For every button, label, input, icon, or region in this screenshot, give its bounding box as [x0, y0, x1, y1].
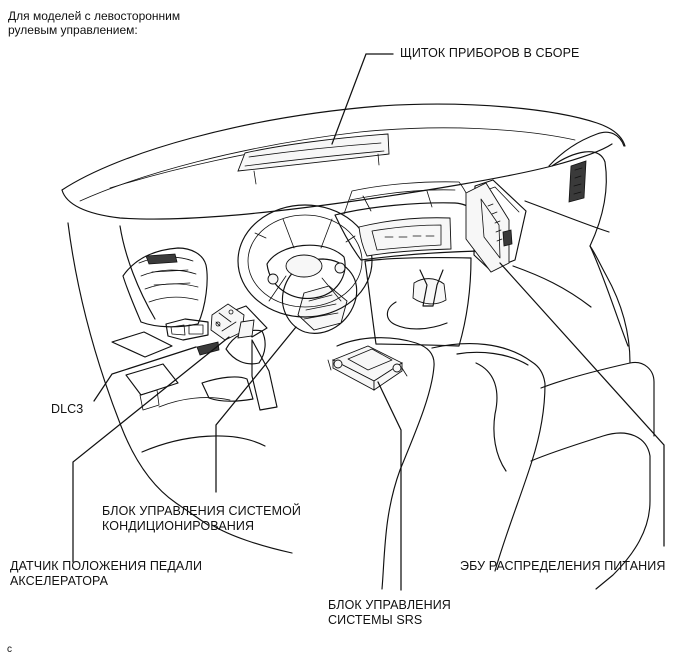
leader-pedal-sensor	[72, 336, 230, 563]
accelerator-pedal-sensor	[196, 303, 255, 356]
srs-airbag-ecu	[327, 345, 408, 391]
label-ac-unit-line2: КОНДИЦИОНИРОВАНИЯ	[102, 519, 255, 533]
leader-lines	[72, 53, 665, 591]
instrument-cluster	[237, 133, 390, 185]
label-instrument-cluster: ЩИТОК ПРИБОРОВ В СБОРЕ	[400, 46, 580, 60]
leader-ac-unit	[215, 326, 297, 493]
model-caption-line1: Для моделей с левосторонним	[8, 9, 181, 23]
leader-dlc3	[93, 346, 197, 402]
steering-wheel	[237, 204, 373, 318]
model-caption-line2: рулевым управлением:	[8, 23, 138, 37]
label-dlc3: DLC3	[51, 402, 84, 416]
center-console	[211, 245, 655, 590]
leader-power-ecu	[499, 262, 665, 547]
leader-instrument-cluster	[331, 53, 394, 145]
label-pedal-sensor-line2: АКСЕЛЕРАТОРА	[10, 574, 109, 588]
label-pedal-sensor-line1: ДАТЧИК ПОЛОЖЕНИЯ ПЕДАЛИ	[10, 559, 203, 573]
left-air-vent	[122, 247, 208, 328]
label-srs-line2: СИСТЕМЫ SRS	[328, 613, 423, 627]
corner-mark: c	[7, 644, 12, 655]
label-ac-unit-line1: БЛОК УПРАВЛЕНИЯ СИСТЕМОЙ	[102, 504, 302, 518]
dashboard-top-cover	[61, 103, 626, 220]
leader-srs	[377, 381, 402, 591]
label-power-ecu: ЭБУ РАСПРЕДЕЛЕНИЯ ПИТАНИЯ	[460, 559, 666, 573]
left-lower-panel	[67, 222, 266, 526]
center-stack	[334, 181, 479, 347]
power-distribution-ecu	[465, 182, 513, 273]
label-srs-line1: БЛОК УПРАВЛЕНИЯ	[328, 598, 451, 612]
